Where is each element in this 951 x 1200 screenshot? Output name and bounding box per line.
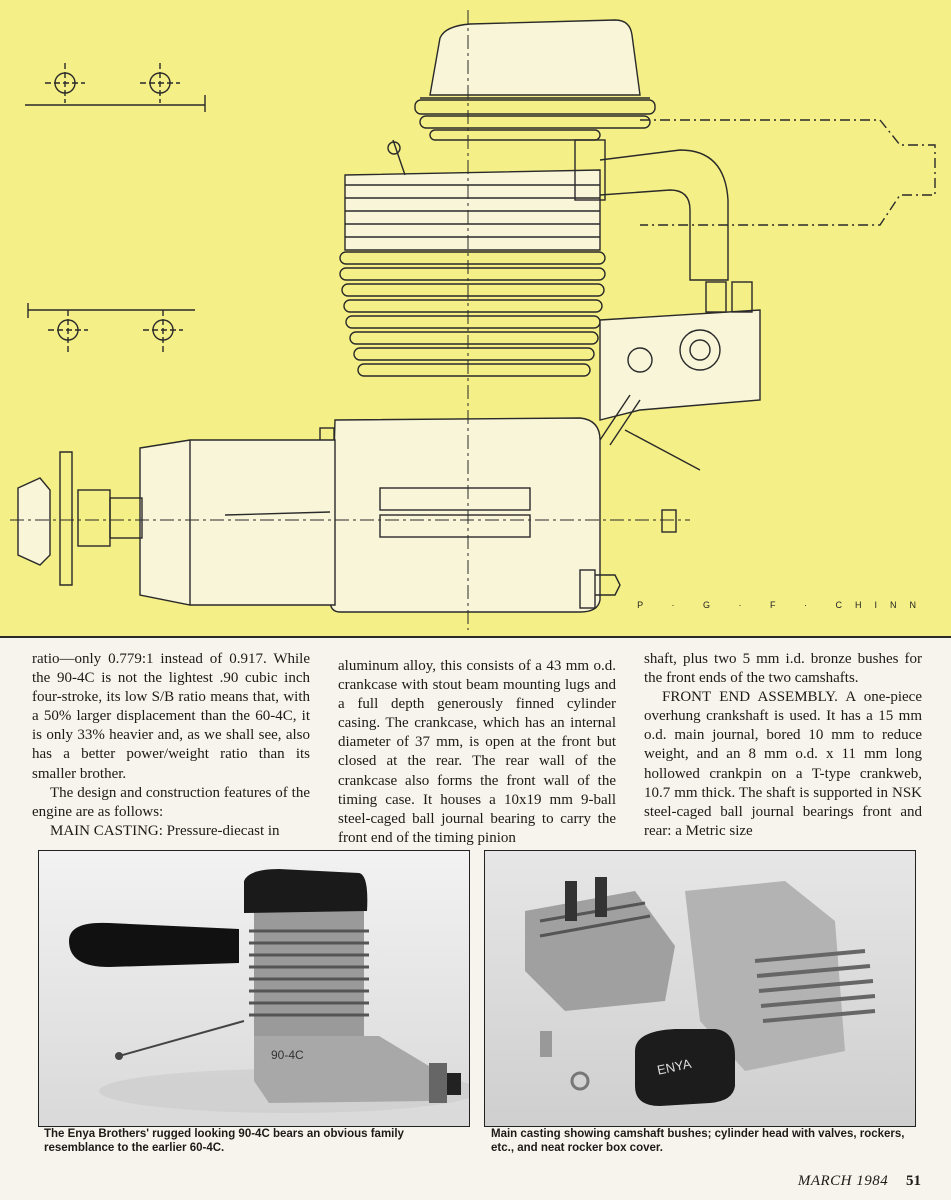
casting-number: 90-4C [271, 1048, 304, 1062]
mounting-holes-top [25, 63, 206, 112]
engine-line-drawing [10, 10, 936, 630]
engine-drawing: P · G · F · CHINN [0, 0, 951, 638]
paragraph: The design and construction features of … [32, 784, 310, 820]
paragraph: FRONT END ASSEMBLY. A one-piece overhung… [644, 689, 922, 839]
article-column-2: aluminum alloy, this consists of a 43 mm… [338, 650, 616, 846]
photo-caption-right: Main casting showing camshaft bushes; cy… [491, 1128, 905, 1154]
article-columns: ratio—only 0.779:1 instead of 0.917. Whi… [32, 650, 922, 846]
page-footer: MARCH 1984 51 [798, 1173, 921, 1190]
parts-photo-illustration: ENYA [485, 851, 915, 1126]
paragraph: shaft, plus two 5 mm i.d. bronze bushes … [644, 651, 922, 687]
engine-photo: 90-4C [38, 850, 470, 1127]
rocker-cover-lettering: ENYA [656, 1056, 693, 1078]
photo-caption-left: The Enya Brothers' rugged looking 90-4C … [44, 1128, 404, 1154]
parts-photo: ENYA [484, 850, 916, 1127]
paragraph: aluminum alloy, this consists of a 43 mm… [338, 658, 616, 846]
article-column-3: shaft, plus two 5 mm i.d. bronze bushes … [644, 650, 922, 840]
issue-date: MARCH 1984 [797, 1173, 889, 1189]
cylinder-fins [339, 184, 606, 377]
engine-photo-illustration: 90-4C [39, 851, 469, 1126]
page-number: 51 [906, 1173, 921, 1189]
mounting-holes-bottom [27, 303, 195, 352]
article-column-1: ratio—only 0.779:1 instead of 0.917. Whi… [32, 650, 310, 840]
illustrator-credit: P · G · F · CHINN [637, 600, 929, 610]
paragraph: ratio—only 0.779:1 instead of 0.917. Whi… [32, 651, 310, 782]
paragraph: MAIN CASTING: Pressure-diecast in [50, 822, 280, 839]
